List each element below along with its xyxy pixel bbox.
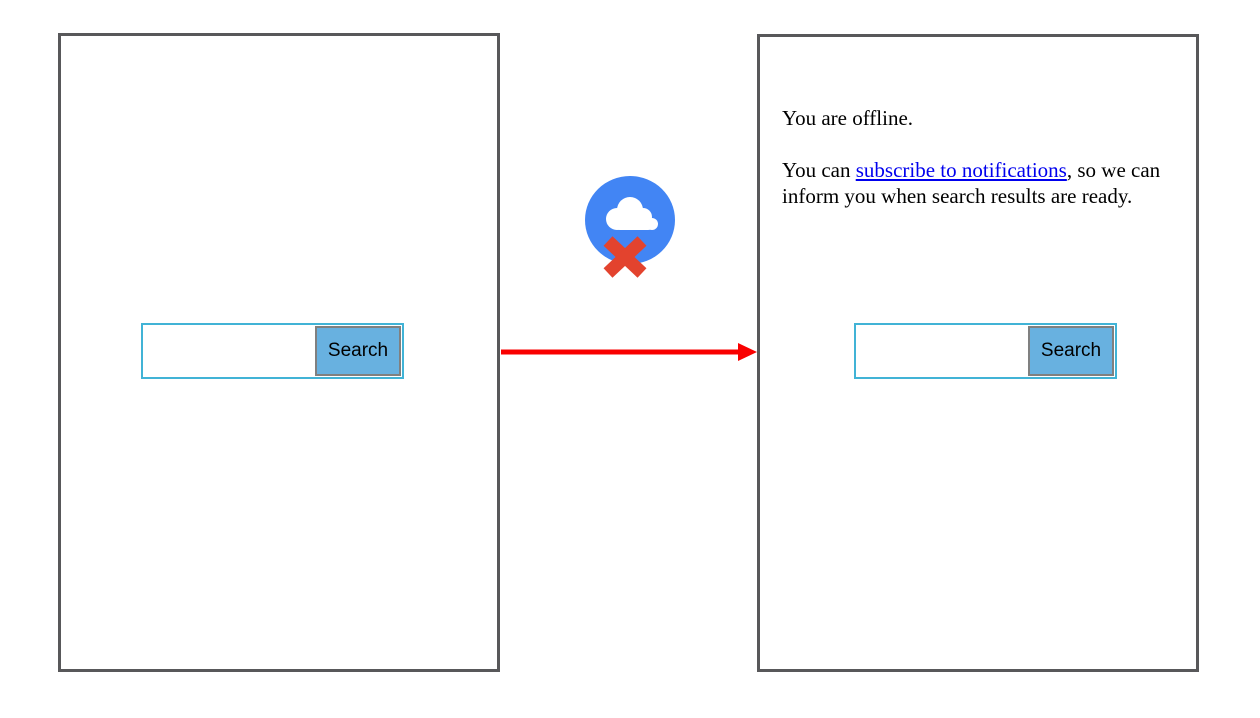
offline-cloud-icon: [585, 176, 675, 278]
search-button[interactable]: Search: [1028, 326, 1114, 376]
subscribe-notifications-link[interactable]: subscribe to notifications: [855, 158, 1067, 182]
notify-text-before: You can: [782, 158, 856, 182]
left-screen-frame: Search: [58, 33, 500, 672]
offline-message-block: You are offline. You can subscribe to no…: [782, 105, 1186, 235]
right-search-widget: Search: [854, 323, 1117, 379]
notify-text: You can subscribe to notifications, so w…: [782, 157, 1186, 209]
x-icon: [603, 236, 647, 278]
flow-arrow-icon: [501, 343, 757, 361]
left-search-widget: Search: [141, 323, 404, 379]
notify-text-after: , so we can inform you when search resul…: [782, 158, 1161, 208]
cloud-icon: [606, 197, 658, 230]
offline-status-text: You are offline.: [782, 106, 914, 130]
search-button[interactable]: Search: [315, 326, 401, 376]
right-screen-frame: You are offline. You can subscribe to no…: [757, 34, 1199, 672]
